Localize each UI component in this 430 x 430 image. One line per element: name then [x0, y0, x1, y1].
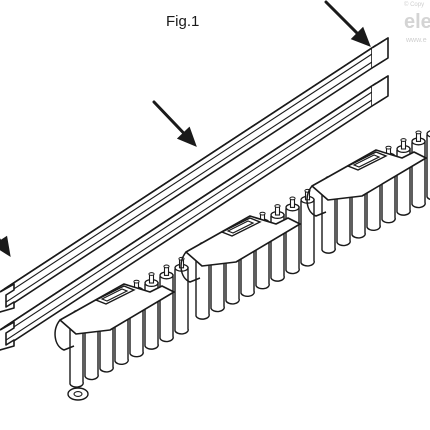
watermark-copyright: © Copy	[404, 1, 424, 8]
rail-lower-profile-end-cap	[0, 321, 15, 351]
cylinder-pin-cap-3-5	[385, 145, 392, 150]
cylinder-1-8	[174, 266, 189, 335]
cylinder-top-3-8	[426, 130, 430, 138]
double-rail	[0, 37, 389, 351]
cylinder-pin-cap-1-7	[163, 264, 170, 269]
holder-module-1	[54, 256, 189, 401]
cylinder-2-8	[300, 198, 315, 267]
module-head-2	[185, 215, 301, 267]
cylinder-pin-cap-3-7	[415, 130, 422, 135]
rail-upper-profile-right-cap	[371, 37, 389, 69]
watermark-url: www.e	[405, 37, 427, 44]
cylinder-1-7	[159, 274, 174, 343]
module-hook-1	[54, 319, 75, 351]
module-window-inner-1	[100, 288, 129, 302]
cylinder-3-7	[411, 140, 426, 209]
arrow-middle-head	[176, 126, 197, 147]
rail-upper-profile-end-cap	[0, 283, 15, 313]
rail-lower-profile-lip-line-2	[0, 99, 373, 345]
holder-modules	[54, 130, 430, 401]
arrow-top-right	[324, 0, 371, 47]
watermark-logo: ele	[404, 11, 430, 33]
rail-lower-profile-right-cap	[371, 75, 389, 107]
module-head-3	[311, 149, 427, 201]
cylinder-2-7	[285, 206, 300, 275]
rail-lower-profile-lip-line-1	[0, 91, 373, 337]
module-hook-3	[306, 185, 327, 217]
cylinder-2-1	[195, 252, 210, 320]
module-head-1	[59, 283, 175, 335]
module-base-ring-hole	[73, 391, 83, 397]
cylinder-3-8	[426, 134, 430, 201]
arrows	[0, 0, 371, 258]
cylinder-1-1	[69, 320, 84, 388]
module-window-inner-2	[226, 220, 255, 234]
rail-upper-profile-lip-line-2	[0, 61, 373, 307]
arrow-top-right-head	[350, 26, 371, 47]
module-window-inner-3	[352, 154, 381, 168]
arrow-left-head	[0, 235, 11, 258]
figure-title: Fig.1	[166, 13, 199, 30]
cylinder-pin-cap-2-7	[289, 196, 296, 201]
holder-module-2	[180, 188, 315, 320]
rail-upper-profile	[0, 37, 389, 313]
holder-module-3	[306, 130, 430, 254]
arrow-middle-shaft	[152, 100, 186, 135]
cylinder-pin-cap-1-6	[148, 272, 155, 276]
watermark: © Copy ele www.e	[404, 1, 430, 44]
cylinder-pin-cap-2-6	[274, 204, 281, 208]
arrow-left	[0, 235, 11, 258]
arrow-middle	[152, 100, 197, 147]
cylinder-pin-cap-1-5	[133, 279, 140, 284]
cylinder-3-1	[321, 186, 336, 254]
cylinder-pin-cap-3-6	[400, 138, 407, 142]
rail-upper-profile-lip-line-1	[0, 53, 373, 299]
arrow-top-right-shaft	[324, 0, 359, 35]
module-hook-2	[180, 251, 201, 283]
cylinder-pin-cap-2-5	[259, 211, 266, 216]
rail-lower-profile	[0, 75, 389, 351]
